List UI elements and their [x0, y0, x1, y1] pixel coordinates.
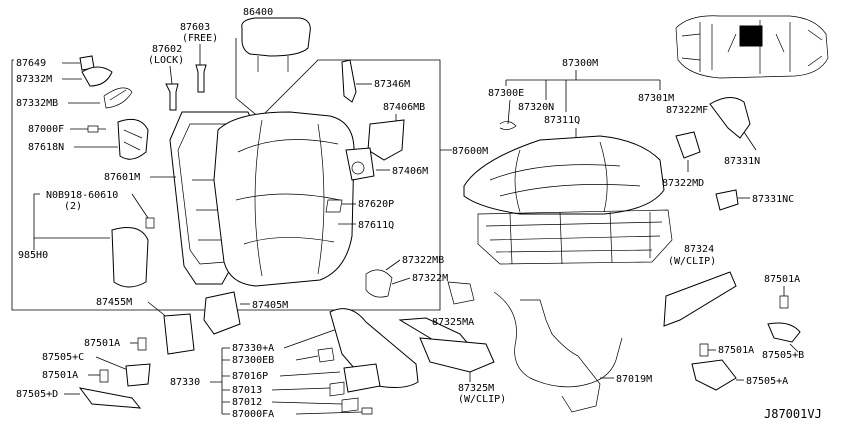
label-87331NC: 87331NC: [752, 194, 794, 205]
label-87332M: 87332M: [16, 74, 52, 85]
label-87332MB: 87332MB: [16, 98, 58, 109]
rail-cover-b-part: [767, 322, 801, 343]
diagram-id-label: J87001VJ: [764, 407, 822, 421]
seat-side-finisher-part: [419, 337, 495, 373]
rail-cover-a-part: [691, 359, 737, 391]
seatback-cushion-part: [213, 111, 355, 287]
label-87320N: 87320N: [518, 102, 554, 113]
label-87501A-left-2: 87501A: [42, 370, 78, 381]
headrest-part: [241, 17, 311, 72]
label-87501A-left-1: 87501A: [84, 338, 120, 349]
label-87601M: 87601M: [104, 172, 140, 183]
label-87405M: 87405M: [252, 300, 288, 311]
side-airbag-part: [111, 227, 149, 288]
screw-87000F-part: [87, 125, 106, 133]
label-87019M: 87019M: [616, 374, 652, 385]
label-87012: 87012: [232, 397, 262, 408]
label-87325M: 87325M: [458, 383, 494, 394]
label-87501A-right-1: 87501A: [764, 274, 800, 285]
vehicle-locator-icon: [675, 15, 829, 79]
label-87322MD: 87322MD: [662, 178, 704, 189]
label-87602: 87602: [152, 44, 182, 55]
label-87300EB: 87300EB: [232, 355, 274, 366]
label-87501A-right-2: 87501A: [718, 345, 754, 356]
label-87300E: 87300E: [488, 88, 524, 99]
lumbar-bracket-part: [367, 119, 405, 161]
label-985H0: 985H0: [18, 250, 48, 261]
label-87505A: 87505+A: [746, 376, 788, 387]
back-board-clip-part: [163, 313, 195, 355]
rail-cover-c-part: [125, 363, 151, 387]
label-87330-A: 87330+A: [232, 343, 274, 354]
label-87346M: 87346M: [374, 79, 410, 90]
recliner-cover-part: [81, 66, 113, 87]
trim-clip-part: [325, 199, 343, 213]
screw-87501A-right-2: [699, 343, 709, 357]
finisher-clip-part: [317, 347, 335, 363]
label-87603: 87603: [180, 22, 210, 33]
label-87322M: 87322M: [412, 273, 448, 284]
label-87322MF: 87322MF: [666, 105, 708, 116]
label-08918-qty: (2): [64, 201, 82, 212]
label-87325MA: 87325MA: [432, 317, 474, 328]
label-87649: 87649: [16, 58, 46, 69]
label-87000F: 87000F: [28, 124, 64, 135]
label-87300M: 87300M: [562, 58, 598, 69]
label-87013: 87013: [232, 385, 262, 396]
label-87325M-note: (W/CLIP): [458, 394, 506, 405]
lift-lever-knob-part: [343, 363, 381, 393]
seat-location-marker: [739, 25, 763, 47]
screw-87501A-left-2: [99, 369, 109, 383]
screw-87501A-right-1: [779, 295, 789, 309]
label-87602-note: (LOCK): [148, 55, 184, 66]
headrest-guide-free-part: [195, 44, 207, 93]
recliner-cover-outer-part: [203, 291, 241, 335]
label-87600M: 87600M: [452, 146, 488, 157]
finisher-bracket-part: [447, 281, 475, 305]
label-87406M: 87406M: [392, 166, 428, 177]
clip-87300E-part: [499, 121, 517, 130]
label-87000FA: 87000FA: [232, 409, 274, 420]
label-87505D: 87505+D: [16, 389, 58, 400]
label-86400: 86400: [243, 7, 273, 18]
finisher-inner-part: [365, 269, 393, 298]
screw-87501A-left-1: [137, 337, 147, 351]
recliner-cover-inner-part: [103, 87, 133, 109]
latch-cover-part: [709, 97, 751, 139]
label-87301M: 87301M: [638, 93, 674, 104]
label-87331N: 87331N: [724, 156, 760, 167]
bracket-87322MD-part: [675, 131, 701, 159]
recliner-mechanism-part: [117, 118, 149, 160]
label-87618N: 87618N: [28, 142, 64, 153]
seat-finisher-87324-part: [663, 271, 737, 327]
label-87406MB: 87406MB: [383, 102, 425, 113]
lumbar-lever-part: [341, 59, 357, 103]
rail-cover-d-part: [78, 387, 142, 409]
label-87311Q: 87311Q: [544, 115, 580, 126]
label-87611Q: 87611Q: [358, 220, 394, 231]
seat-cushion-part: [463, 135, 665, 215]
seat-frame-part: [477, 209, 673, 265]
lumbar-motor-part: [345, 147, 375, 181]
headrest-guide-lock-part: [165, 65, 179, 111]
label-87603-note: (FREE): [182, 33, 218, 44]
cover-87331NC-part: [715, 189, 739, 211]
label-87324-note: (W/CLIP): [668, 256, 716, 267]
seat-wire-harness-part: [493, 291, 623, 413]
label-87330: 87330: [170, 377, 200, 388]
label-87324: 87324: [684, 244, 714, 255]
label-87455M: 87455M: [96, 297, 132, 308]
label-87620P: 87620P: [358, 199, 394, 210]
label-08918-60610: N0B918-60610: [46, 190, 118, 201]
label-87322MB: 87322MB: [402, 255, 444, 266]
label-87505B: 87505+B: [762, 350, 804, 361]
label-87016P: 87016P: [232, 371, 268, 382]
bolt-08918-part: [145, 217, 155, 229]
label-87505C: 87505+C: [42, 352, 84, 363]
